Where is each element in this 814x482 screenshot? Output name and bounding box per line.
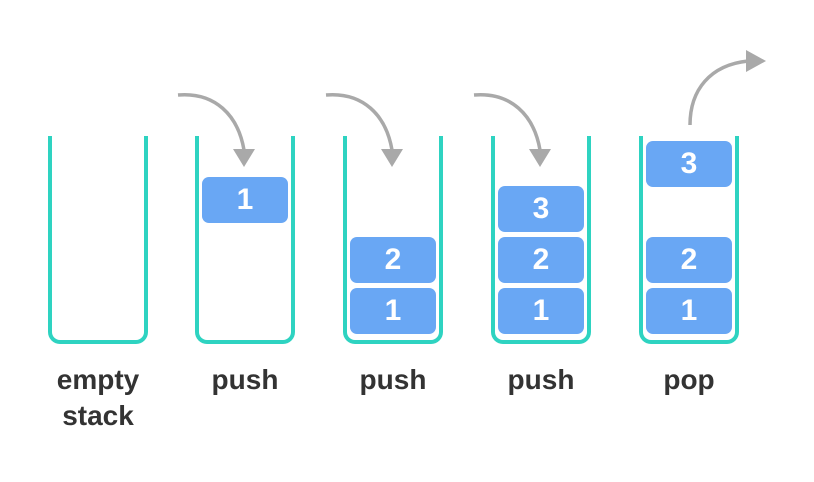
popped-block: 3 bbox=[646, 141, 732, 187]
stack-block: 2 bbox=[350, 237, 436, 283]
push-arrowhead-1-icon bbox=[233, 149, 255, 167]
stack-pop bbox=[639, 136, 739, 344]
caption-push: push bbox=[359, 364, 427, 395]
stack-block: 1 bbox=[498, 288, 584, 334]
caption-pop: pop bbox=[663, 364, 715, 395]
stack-block: 2 bbox=[498, 237, 584, 283]
stack-block: 1 bbox=[646, 288, 732, 334]
stack-push-2 bbox=[343, 136, 443, 344]
stack-push-3 bbox=[491, 136, 591, 344]
caption-line-1: empty bbox=[56, 364, 140, 395]
stack-block: 1 bbox=[350, 288, 436, 334]
stack-empty bbox=[48, 136, 148, 344]
push-arrow-2-icon bbox=[325, 93, 394, 151]
push-arrow-1-icon bbox=[177, 93, 246, 151]
caption-line-2: stack bbox=[62, 400, 134, 431]
pop-arrow-icon bbox=[688, 59, 749, 126]
stack-block: 1 bbox=[202, 177, 288, 223]
caption-empty-stack: empty stack bbox=[28, 362, 168, 434]
stack-block: 3 bbox=[498, 186, 584, 232]
caption-push: push bbox=[211, 364, 279, 395]
pop-arrowhead-icon bbox=[746, 50, 766, 72]
stack-push-1 bbox=[195, 136, 295, 344]
stack-block: 2 bbox=[646, 237, 732, 283]
push-arrow-3-icon bbox=[473, 93, 542, 151]
push-arrowhead-2-icon bbox=[381, 149, 403, 167]
caption-push: push bbox=[507, 364, 575, 395]
push-arrowhead-3-icon bbox=[529, 149, 551, 167]
